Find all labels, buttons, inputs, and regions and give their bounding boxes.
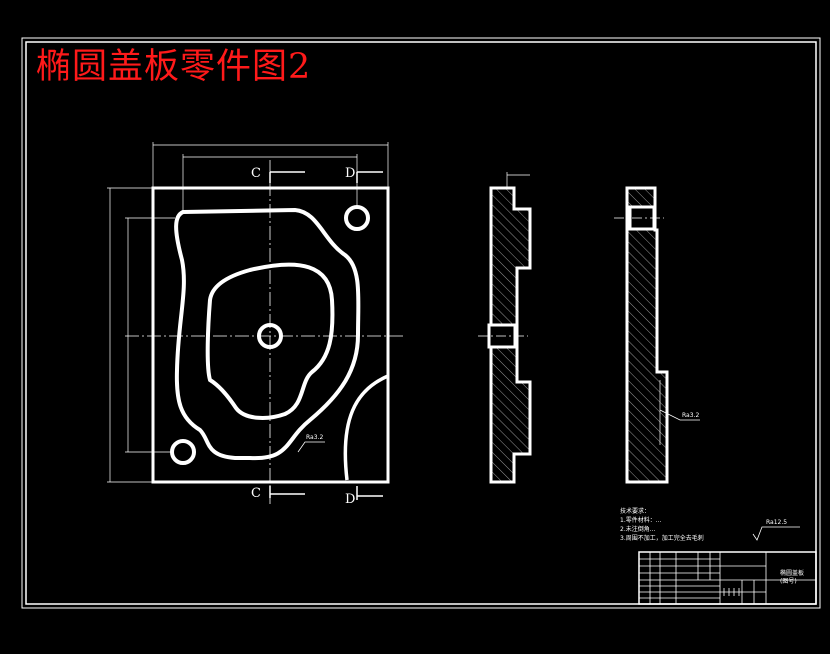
- tech-requirements-heading: 技术要求：: [620, 508, 651, 515]
- roughness-label-side: Ra3.2: [682, 412, 700, 419]
- tech-requirements: 技术要求： 1.零件材料：... 2.未注倒角... 3.周围不加工，加工完全去…: [620, 507, 704, 543]
- section-marker-c-top: [269, 171, 305, 183]
- edge-arc: [343, 374, 389, 481]
- section-d-body: [625, 186, 669, 484]
- title-block: [638, 551, 817, 605]
- section-view-d: [614, 186, 700, 484]
- outer-groove: [174, 207, 361, 461]
- section-view-c: [478, 172, 532, 484]
- section-label-c-bottom: C: [251, 486, 261, 501]
- section-marker-d-bottom: [356, 486, 383, 500]
- tech-requirement-item: 3.周围不加工，加工完全去毛刺: [620, 535, 704, 542]
- outer-border: [21, 37, 821, 609]
- section-marker-c-bottom: [269, 486, 305, 498]
- tech-requirement-item: 2.未注倒角...: [620, 526, 656, 533]
- tech-requirement-item: 1.零件材料：...: [620, 517, 662, 524]
- corner-hole-top-right: [344, 205, 370, 231]
- section-label-c-top: C: [251, 166, 261, 181]
- front-view: [107, 142, 405, 505]
- roughness-label-general: Ra12.5: [766, 519, 788, 526]
- roughness-leader-front: [297, 441, 325, 453]
- center-hole: [257, 323, 283, 349]
- drawing-title: 椭圆盖板零件图2: [36, 47, 312, 87]
- corner-hole-bottom-left: [170, 439, 196, 465]
- roughness-label-front: Ra3.2: [306, 434, 324, 441]
- title-block-drawing-no: (图号): [780, 578, 797, 585]
- plate-outline: [151, 186, 390, 484]
- roughness-symbol-general: [752, 526, 800, 541]
- section-marker-d-top: [356, 171, 383, 183]
- inner-border: [25, 41, 817, 605]
- section-label-d-bottom: D: [345, 492, 356, 507]
- inner-groove: [205, 262, 335, 420]
- roughness-leader-side: [659, 409, 700, 421]
- title-block-part-name: 椭圆盖板: [780, 570, 805, 577]
- section-label-d-top: D: [345, 166, 356, 181]
